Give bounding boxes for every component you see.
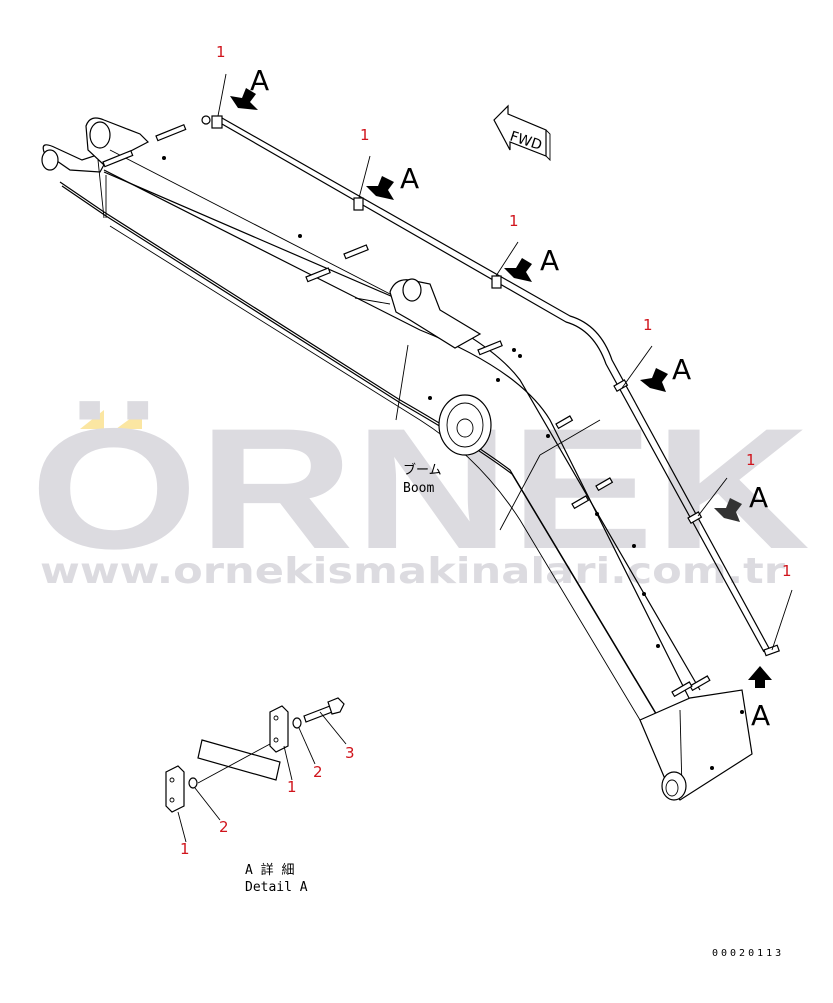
boom-bolt-dots <box>162 156 744 770</box>
leader-lines <box>217 73 793 651</box>
callout-number: 1 <box>360 126 370 144</box>
detail-pipe <box>197 739 281 781</box>
boom-pipe-line <box>221 117 771 651</box>
boom-label: ブーム Boom <box>403 462 442 496</box>
view-label: A <box>400 162 419 195</box>
drawing-code: 00020113 <box>712 948 784 959</box>
callout-number: 1 <box>643 316 653 334</box>
boom-side-frame-2 <box>499 454 541 531</box>
boom-top-edge <box>103 169 691 701</box>
view-arrows <box>230 88 772 688</box>
detail-bolt <box>303 705 333 723</box>
arrow-icon <box>714 498 742 522</box>
boom-foot-boss-hole <box>89 121 111 149</box>
clamp-markers <box>201 115 780 657</box>
detail-washer-upper <box>292 717 302 729</box>
watermark: ÖRNEK www.ornekismakinalari.com.tr <box>30 393 810 592</box>
callout-number: 1 <box>746 451 756 469</box>
boom-center-boss-hole <box>456 418 474 438</box>
arrow-icon <box>640 368 668 392</box>
view-label: A <box>540 244 559 277</box>
callout-number: 1 <box>216 43 226 61</box>
view-letters: A A A A A A <box>250 64 770 732</box>
arrow-icon <box>366 176 394 200</box>
watermark-accent-left <box>80 410 104 429</box>
detail-clamp-upper <box>269 705 289 753</box>
boom-label-en: Boom <box>403 481 434 496</box>
boom-end-pin-hole <box>665 779 679 797</box>
boom-side-frame-3 <box>539 419 601 456</box>
detail-callout-number: 1 <box>180 840 190 858</box>
callout-number: 1 <box>782 562 792 580</box>
boom-side-mid <box>109 225 641 721</box>
cylinder-bracket-hole <box>402 278 422 302</box>
detail-title-en: Detail A <box>245 880 308 895</box>
clamp-3 <box>491 275 502 289</box>
boom-end-pin-boss <box>661 771 687 801</box>
detail-a-view: 1 2 3 2 1 A 詳 細 Detail A <box>165 697 355 895</box>
clamp-2 <box>353 197 364 211</box>
detail-clamp-lower <box>165 765 185 813</box>
view-label: A <box>250 64 269 97</box>
clamp-1-nut <box>201 115 211 125</box>
clamp-6 <box>763 644 780 657</box>
boom-end-plate <box>639 689 753 801</box>
clamp-1 <box>211 115 223 129</box>
detail-callout-number: 2 <box>313 763 323 781</box>
detail-callout-number: 3 <box>345 744 355 762</box>
detail-callout-number: 2 <box>219 818 229 836</box>
arrow-icon <box>230 88 258 110</box>
boom-side-frame <box>395 344 409 421</box>
watermark-brand: ÖRNEK <box>30 393 810 585</box>
view-label: A <box>749 481 768 514</box>
boom-body <box>41 117 771 801</box>
boom-foot-pin-hole <box>41 149 59 171</box>
arrow-up-icon <box>748 666 772 688</box>
view-label: A <box>672 353 691 386</box>
watermark-url: www.ornekismakinalari.com.tr <box>40 551 785 592</box>
boom-pipe-line-2 <box>221 123 765 653</box>
boom-center-boss-mid <box>446 402 484 448</box>
boom-label-jp: ブーム <box>403 462 442 478</box>
detail-title-jp: A 詳 細 <box>245 862 294 878</box>
clamp-5 <box>687 511 703 525</box>
fwd-direction-indicator: FWD <box>493 104 551 162</box>
watermark-accent-right <box>116 410 142 429</box>
detail-washer-lower <box>188 777 198 789</box>
callout-number: 1 <box>509 212 519 230</box>
arrow-icon <box>504 258 532 282</box>
fwd-arrow-icon <box>493 104 547 157</box>
boom-web-line-2 <box>97 159 105 219</box>
detail-bolt-head <box>327 697 345 715</box>
cylinder-bracket-arm <box>354 297 391 305</box>
boom-mounting-tabs <box>102 123 711 698</box>
main-callouts: 1 1 1 1 1 1 <box>216 43 792 580</box>
detail-callout-number: 1 <box>287 778 297 796</box>
view-label: A <box>751 699 770 732</box>
